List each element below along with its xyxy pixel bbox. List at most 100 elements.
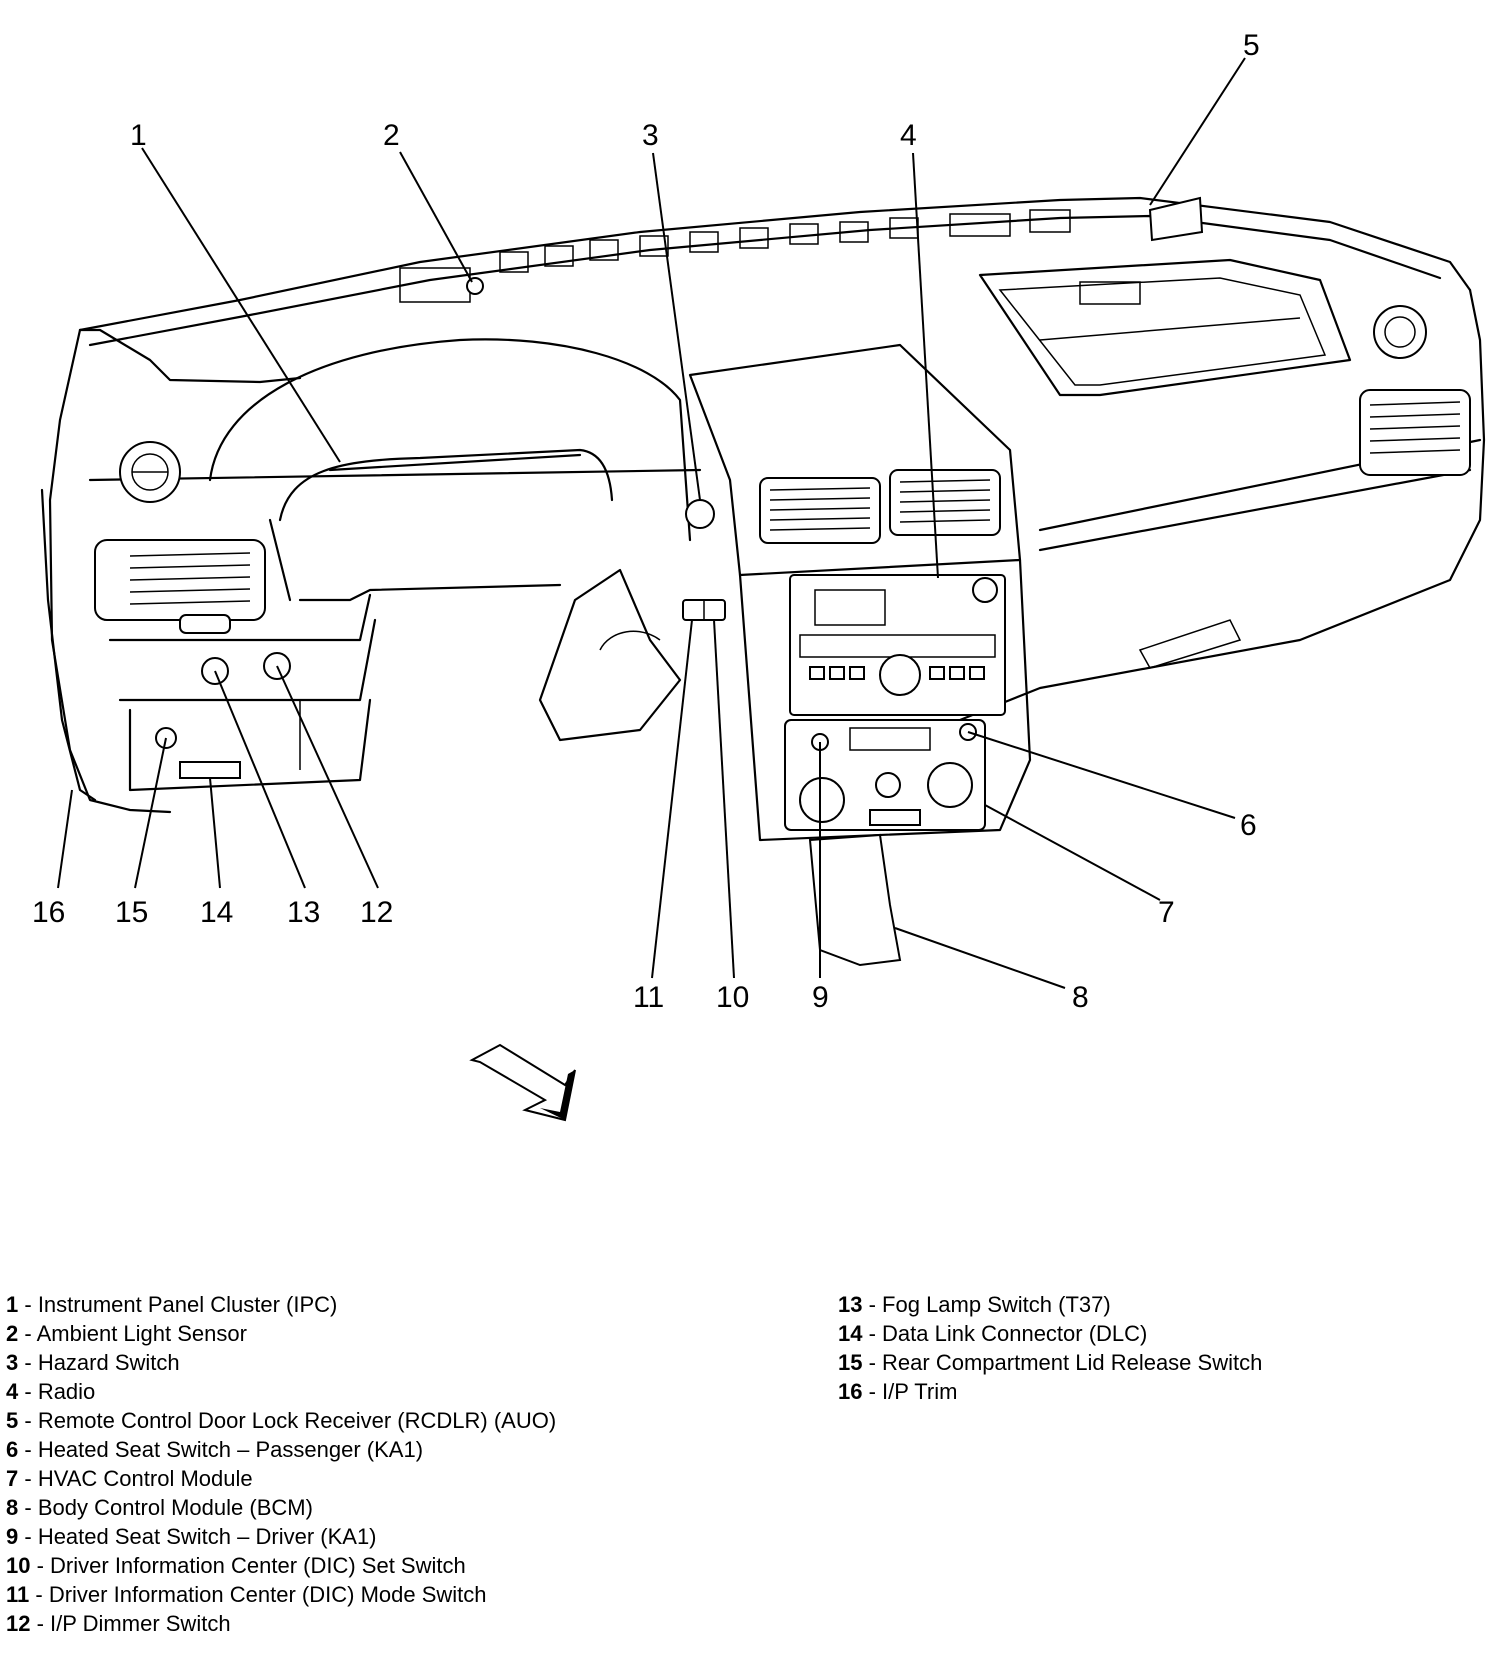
legend-text: Driver Information Center (DIC) Set Swit… (50, 1553, 466, 1578)
legend-item-15: 15 - Rear Compartment Lid Release Switch (838, 1348, 1262, 1377)
ip-trim (40, 488, 97, 802)
center-stack (738, 558, 1032, 842)
legend-text: Instrument Panel Cluster (IPC) (37, 1292, 338, 1317)
legend-left-column: 1 - Instrument Panel Cluster (IPC)2 - Am… (6, 1290, 556, 1638)
legend-separator: - (18, 1466, 38, 1491)
callout-4: 4 (900, 119, 917, 152)
callout-5: 5 (1243, 29, 1260, 62)
callout-11: 11 (633, 981, 664, 1014)
callout-7: 7 (1158, 896, 1175, 929)
legend-text: Remote Control Door Lock Receiver (RCDLR… (37, 1408, 557, 1433)
legend-separator: - (29, 1582, 49, 1607)
legend-number: 10 (6, 1553, 31, 1578)
legend-text: Ambient Light Sensor (36, 1321, 247, 1346)
left-vent (94, 539, 266, 634)
callout-13: 13 (287, 896, 320, 929)
cluster-hood (208, 338, 692, 602)
airbag-opening (978, 258, 1352, 397)
legend-number: 13 (838, 1292, 863, 1317)
legend-text: Hazard Switch (37, 1350, 180, 1375)
legend-item-4: 4 - Radio (6, 1377, 556, 1406)
legend-text: HVAC Control Module (37, 1466, 253, 1491)
legend-separator: - (18, 1379, 38, 1404)
legend-separator: - (862, 1379, 883, 1404)
legend-item-10: 10 - Driver Information Center (DIC) Set… (6, 1551, 556, 1580)
data-link-connector (179, 761, 241, 779)
legend-number: 9 (6, 1524, 19, 1549)
legend-text: Driver Information Center (DIC) Mode Swi… (48, 1582, 487, 1607)
right-round-vent (1373, 305, 1427, 359)
callout-labels: 1 2 3 4 5 6 7 8 9 10 11 12 13 14 15 16 (32, 29, 1260, 1014)
legend-number: 7 (6, 1466, 19, 1491)
dash-body (48, 288, 1486, 814)
legend-text: I/P Trim (882, 1379, 958, 1404)
callout-16: 16 (32, 896, 65, 929)
callout-1: 1 (130, 119, 147, 152)
legend-number: 2 (6, 1321, 19, 1346)
callout-15: 15 (115, 896, 148, 929)
left-lower-panel (128, 652, 372, 792)
legend-separator: - (18, 1524, 38, 1549)
legend-number: 12 (6, 1611, 31, 1636)
legend-item-12: 12 - I/P Dimmer Switch (6, 1609, 556, 1638)
legend-item-16: 16 - I/P Trim (838, 1377, 1262, 1406)
legend-separator: - (862, 1321, 883, 1346)
right-vent (1359, 389, 1471, 476)
rcdlr-receiver (1148, 196, 1204, 242)
direction-arrow (469, 1043, 576, 1122)
legend-separator: - (862, 1350, 883, 1375)
legend-item-1: 1 - Instrument Panel Cluster (IPC) (6, 1290, 556, 1319)
callout-14: 14 (200, 896, 233, 929)
legend-text: I/P Dimmer Switch (50, 1611, 231, 1636)
callout-6: 6 (1240, 809, 1257, 842)
legend-text: Fog Lamp Switch (T37) (882, 1292, 1111, 1317)
legend-separator: - (862, 1292, 883, 1317)
callout-2: 2 (383, 119, 400, 152)
legend-separator: - (18, 1292, 38, 1317)
legend-item-9: 9 - Heated Seat Switch – Driver (KA1) (6, 1522, 556, 1551)
legend-number: 3 (6, 1350, 19, 1375)
legend-item-8: 8 - Body Control Module (BCM) (6, 1493, 556, 1522)
legend-separator: - (30, 1611, 51, 1636)
hazard-switch (685, 499, 715, 529)
steering-column-area (538, 568, 726, 742)
legend-text: Radio (37, 1379, 96, 1404)
legend-item-11: 11 - Driver Information Center (DIC) Mod… (6, 1580, 556, 1609)
hvac-control-module (784, 719, 986, 831)
legend-separator: - (18, 1350, 38, 1375)
legend-item-14: 14 - Data Link Connector (DLC) (838, 1319, 1262, 1348)
callout-3: 3 (642, 119, 659, 152)
legend-item-7: 7 - HVAC Control Module (6, 1464, 556, 1493)
left-round-vent (119, 441, 181, 503)
dash-top-edge (78, 196, 1472, 347)
legend-number: 11 (6, 1582, 30, 1607)
legend-separator: - (18, 1321, 37, 1346)
legend-text: Rear Compartment Lid Release Switch (882, 1350, 1263, 1375)
leader-lines (57, 57, 1246, 989)
center-vents (759, 469, 1001, 544)
ambient-light-sensor (466, 277, 484, 295)
legend-separator: - (18, 1408, 38, 1433)
legend-number: 8 (6, 1495, 19, 1520)
legend-text: Heated Seat Switch – Driver (KA1) (37, 1524, 377, 1549)
legend-text: Data Link Connector (DLC) (882, 1321, 1148, 1346)
legend-item-2: 2 - Ambient Light Sensor (6, 1319, 556, 1348)
radio (789, 574, 1006, 716)
body-control-module (808, 833, 902, 967)
legend-text: Body Control Module (BCM) (37, 1495, 313, 1520)
legend-item-13: 13 - Fog Lamp Switch (T37) (838, 1290, 1262, 1319)
legend-number: 1 (6, 1292, 19, 1317)
legend-number: 4 (6, 1379, 19, 1404)
legend-number: 16 (838, 1379, 863, 1404)
legend-item-6: 6 - Heated Seat Switch – Passenger (KA1) (6, 1435, 556, 1464)
callout-8: 8 (1072, 981, 1089, 1014)
legend-number: 14 (838, 1321, 863, 1346)
legend-number: 6 (6, 1437, 19, 1462)
legend-separator: - (18, 1437, 38, 1462)
callout-10: 10 (716, 981, 749, 1014)
legend-item-3: 3 - Hazard Switch (6, 1348, 556, 1377)
legend-separator: - (30, 1553, 51, 1578)
callout-12: 12 (360, 896, 393, 929)
legend-right-column: 13 - Fog Lamp Switch (T37)14 - Data Link… (838, 1290, 1262, 1406)
legend-number: 15 (838, 1350, 863, 1375)
